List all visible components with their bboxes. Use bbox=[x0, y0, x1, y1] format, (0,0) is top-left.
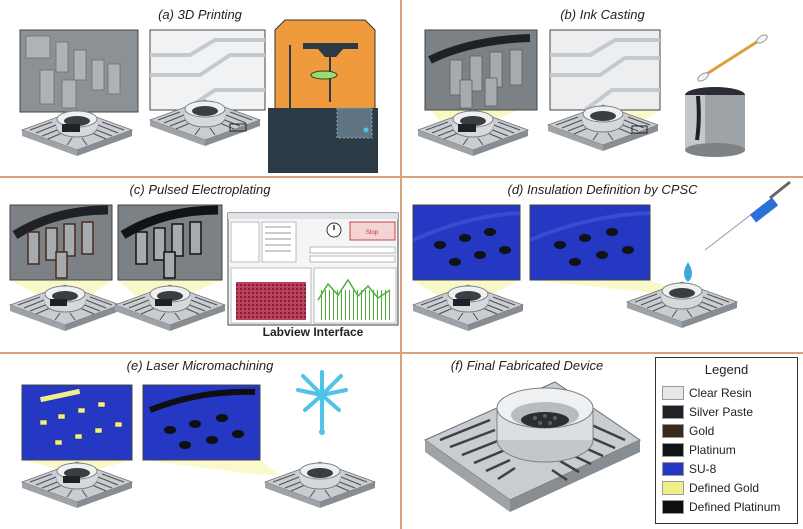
panel-b-title: (b) Ink Casting bbox=[560, 7, 645, 22]
legend-swatch bbox=[662, 461, 684, 476]
panel-d-title: (d) Insulation Definition by CPSC bbox=[507, 182, 698, 197]
divider-col bbox=[400, 0, 402, 529]
legend-item: Gold bbox=[662, 422, 714, 439]
legend-item: Defined Gold bbox=[662, 479, 759, 496]
legend-item: Platinum bbox=[662, 441, 736, 458]
legend-item: SU-8 bbox=[662, 460, 716, 477]
panel-a-title: (a) 3D Printing bbox=[158, 7, 242, 22]
legend-item: Defined Platinum bbox=[662, 498, 780, 515]
legend-label: Silver Paste bbox=[689, 404, 754, 419]
laser-icon bbox=[296, 370, 348, 435]
labview-window: Stop bbox=[227, 212, 399, 326]
legend-label: Platinum bbox=[689, 442, 736, 457]
legend-swatch bbox=[662, 423, 684, 438]
legend-swatch bbox=[662, 442, 684, 457]
panel-e-illustration bbox=[21, 370, 376, 509]
legend-label: Defined Gold bbox=[689, 480, 760, 495]
legend-label: Gold bbox=[689, 423, 715, 438]
panel-b-illustration bbox=[417, 29, 768, 157]
labview-stop-button: Stop bbox=[366, 230, 379, 236]
pipette-icon bbox=[684, 180, 791, 282]
legend-item: Clear Resin bbox=[662, 384, 752, 401]
legend-item: Silver Paste bbox=[662, 403, 753, 420]
panel-c-illustration: Stop bbox=[9, 204, 399, 332]
legend-label: SU-8 bbox=[689, 461, 717, 476]
legend-label: Clear Resin bbox=[689, 385, 752, 400]
panel-d-illustration bbox=[412, 180, 791, 332]
panel-a-illustration bbox=[19, 19, 378, 173]
panel-e-title: (e) Laser Micromachining bbox=[126, 358, 274, 373]
legend-swatch bbox=[662, 499, 684, 514]
legend-swatch bbox=[662, 404, 684, 419]
panel-f-illustration bbox=[423, 381, 642, 512]
legend-swatch bbox=[662, 480, 684, 495]
legend-title: Legend bbox=[704, 362, 749, 377]
panel-c-title: (c) Pulsed Electroplating bbox=[129, 182, 271, 197]
legend-swatch bbox=[662, 385, 684, 400]
labview-caption: Labview Interface bbox=[262, 325, 364, 339]
legend-label: Defined Platinum bbox=[689, 499, 781, 514]
panel-f-title: (f) Final Fabricated Device bbox=[450, 358, 604, 373]
